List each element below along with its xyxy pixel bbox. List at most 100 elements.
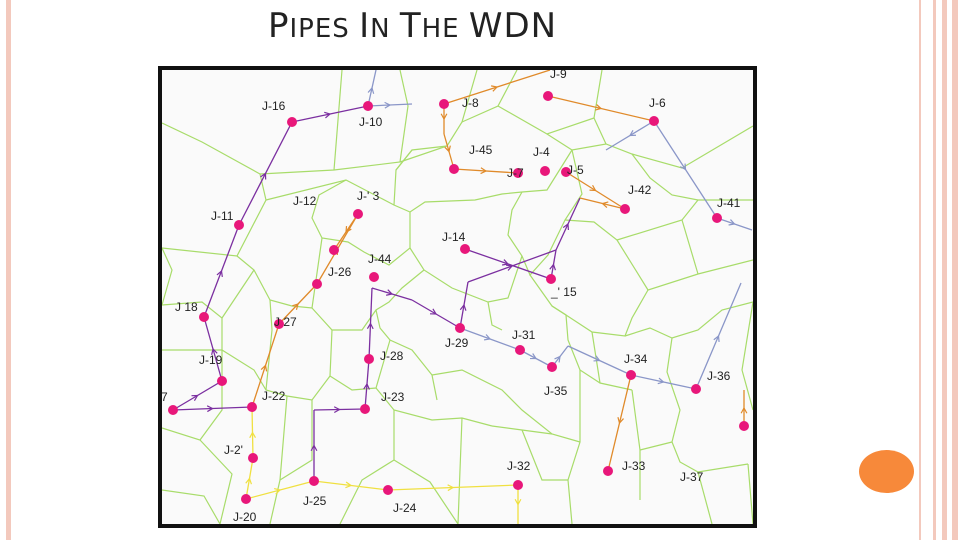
flow-arrow [628, 130, 637, 137]
cell-edge [551, 305, 633, 391]
junction-node[interactable] [353, 209, 363, 219]
cell-edge [339, 410, 395, 524]
cell-edge [747, 463, 753, 524]
junction-label: J-2' [224, 443, 243, 457]
junction-node[interactable] [712, 213, 722, 223]
flow-arrow [366, 322, 374, 330]
flow-arrow [211, 347, 218, 355]
junction-node[interactable] [649, 116, 659, 126]
junction-label: J-32 [507, 459, 531, 473]
junction-label: J-29 [445, 336, 469, 350]
cell-edge [431, 369, 581, 443]
junction-node[interactable] [312, 279, 322, 289]
junction-node[interactable] [691, 384, 701, 394]
flow-arrow [444, 145, 451, 153]
junction-label: J-26 [328, 265, 352, 279]
junction-node[interactable] [199, 312, 209, 322]
cell-edge [265, 299, 273, 391]
flow-arrow [260, 364, 268, 372]
flow-arrow [345, 481, 353, 489]
cell-edge [457, 417, 463, 524]
flow-arrow [593, 355, 601, 362]
flow-arrow [206, 405, 214, 413]
junction-node[interactable] [360, 404, 370, 414]
junction-node[interactable] [217, 376, 227, 386]
cell-edge [409, 247, 523, 303]
junction-label: _' 15 [550, 285, 577, 299]
flow-arrow [549, 263, 557, 271]
flow-arrow [483, 334, 492, 341]
cell-edge [639, 441, 673, 451]
flow-arrow [367, 86, 375, 94]
junction-label: J-10 [359, 115, 383, 129]
junction-node[interactable] [234, 220, 244, 230]
junction-node[interactable] [455, 323, 465, 333]
flow-arrow [384, 101, 392, 109]
junction-node[interactable] [369, 272, 379, 282]
junction-node[interactable] [460, 244, 470, 254]
flow-arrow [363, 382, 370, 390]
flow-arrow [245, 477, 253, 485]
junction-node[interactable] [620, 204, 630, 214]
slide-frame-left [6, 0, 11, 540]
cell-edge [162, 301, 223, 350]
junction-label: J-45 [469, 143, 493, 157]
junction-node[interactable] [513, 168, 523, 178]
flow-arrow [429, 308, 438, 315]
junction-node[interactable] [603, 466, 613, 476]
junction-node[interactable] [540, 166, 550, 176]
junction-node[interactable] [287, 117, 297, 127]
flow-arrow [333, 406, 341, 414]
flow-arrow [501, 259, 510, 266]
cell-edge [593, 117, 607, 145]
junction-node[interactable] [561, 167, 571, 177]
cell-edge [631, 153, 753, 201]
cell-edge [681, 219, 699, 275]
flow-arrow [345, 225, 352, 234]
junction-node[interactable] [309, 476, 319, 486]
junction-label: J-' 3 [357, 189, 380, 203]
junction-node[interactable] [546, 274, 556, 284]
flow-arrow [310, 444, 318, 452]
flow-arrow [274, 487, 282, 495]
cell-edge [487, 301, 503, 331]
junction-node[interactable] [168, 405, 178, 415]
voronoi-cells [162, 70, 753, 524]
junction-node[interactable] [363, 101, 373, 111]
junction-node[interactable] [329, 245, 339, 255]
junction-node[interactable] [547, 362, 557, 372]
title-part: P [268, 6, 290, 46]
junction-label: J-42 [628, 183, 652, 197]
junction-node[interactable] [383, 485, 393, 495]
junction-label: J-5 [567, 163, 584, 177]
flow-arrow [595, 104, 603, 111]
junction-label: J-4 [533, 145, 550, 159]
junction-node[interactable] [739, 421, 749, 431]
junction-node[interactable] [449, 164, 459, 174]
flow-arrow [480, 167, 488, 175]
junction-node[interactable] [439, 99, 449, 109]
junction-node[interactable] [248, 453, 258, 463]
cell-edge [199, 350, 223, 441]
accent-circle [859, 450, 914, 493]
junction-node[interactable] [626, 370, 636, 380]
cell-edge [162, 489, 221, 524]
cell-edge [666, 337, 749, 473]
junction-node[interactable] [513, 480, 523, 490]
cell-edge [497, 70, 603, 135]
junction-node[interactable] [364, 354, 374, 364]
junction-node[interactable] [274, 319, 284, 329]
junction-node[interactable] [515, 345, 525, 355]
flow-arrow [562, 222, 570, 231]
junction-node[interactable] [247, 402, 257, 412]
flow-arrow [191, 394, 199, 401]
title-part: HE [421, 14, 469, 44]
cell-edge [279, 395, 288, 481]
flow-arrow [490, 85, 499, 92]
junction-node[interactable] [241, 494, 251, 504]
flow-arrow [249, 431, 257, 439]
junction-node[interactable] [543, 91, 553, 101]
junction-label: J-23 [381, 390, 405, 404]
cell-edge [162, 329, 333, 401]
